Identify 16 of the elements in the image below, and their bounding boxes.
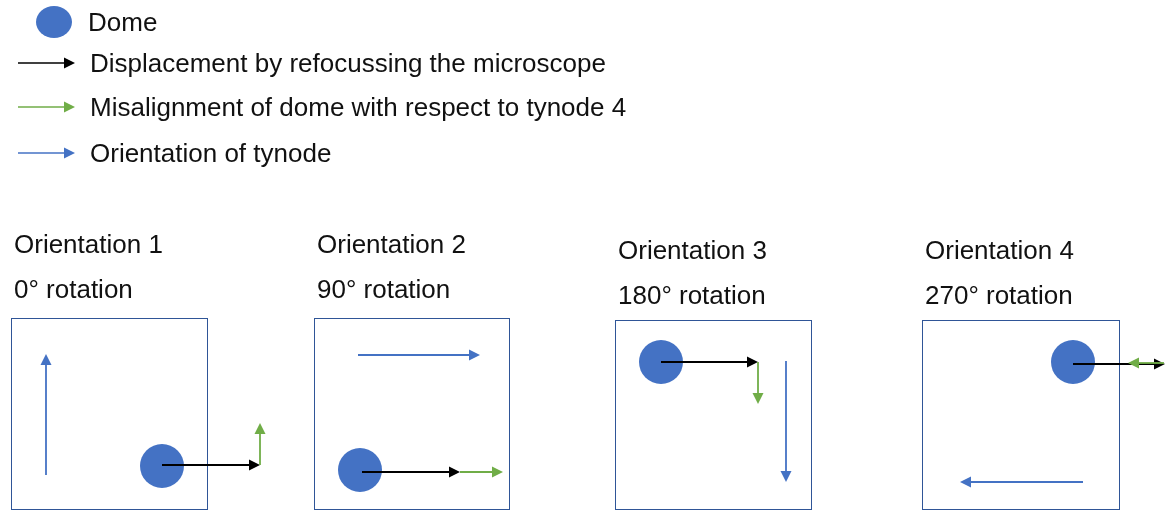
panel-heading: 90° rotation: [317, 273, 451, 306]
panel-heading: 0° rotation: [14, 273, 133, 306]
legend-label: Displacement by refocussing the microscope: [90, 47, 606, 79]
dome-circle: [338, 448, 382, 492]
legend-label: Dome: [88, 6, 158, 38]
panel-heading: 180° rotation: [618, 279, 766, 312]
panel-heading: Orientation 3: [618, 234, 767, 267]
panel-heading: Orientation 1: [14, 228, 163, 261]
legend-label: Orientation of tynode: [90, 137, 332, 169]
panel-heading: 270° rotation: [925, 279, 1073, 312]
dome-circle: [1051, 340, 1095, 384]
legend-label: Misalignment of dome with respect to tynode 4: [90, 91, 627, 123]
dome-circle: [639, 340, 683, 384]
panel-heading: Orientation 2: [317, 228, 466, 261]
panel-heading: Orientation 4: [925, 234, 1074, 267]
dome-circle: [140, 444, 184, 488]
